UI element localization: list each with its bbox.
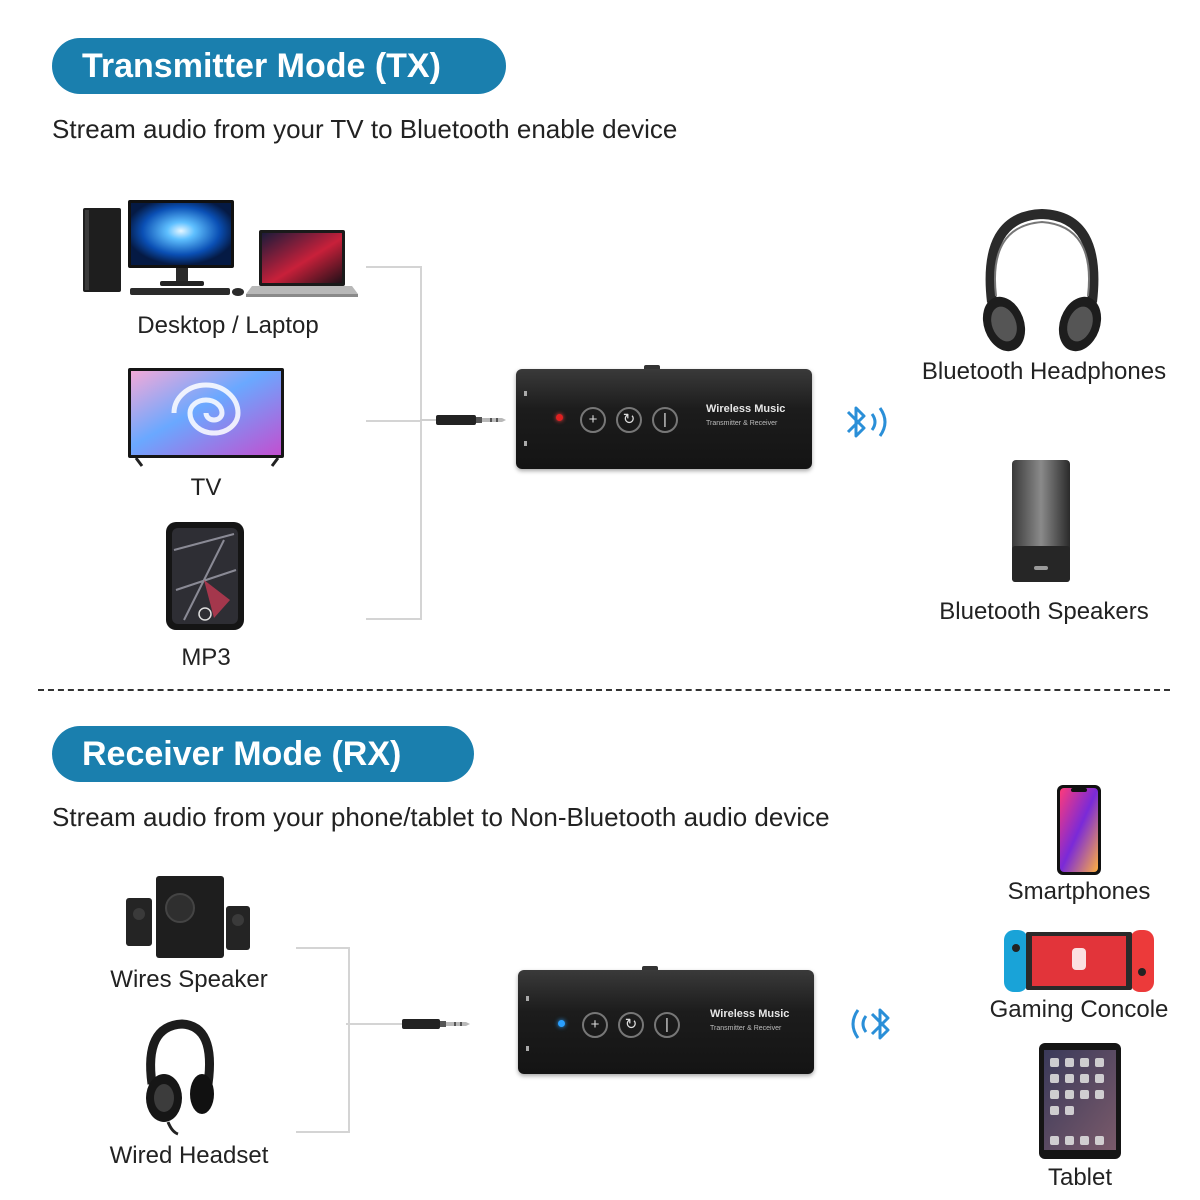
tx-aux-cable-icon — [420, 415, 506, 425]
tx-transmitter-device: + ↻ | Wireless Music Transmitter & Recei… — [516, 365, 812, 469]
tx-device-model: Transmitter & Receiver — [706, 420, 778, 427]
tx-source-bracket — [366, 266, 422, 620]
section-divider — [38, 689, 1170, 691]
source-label-desktop-laptop: Desktop / Laptop — [137, 312, 319, 339]
tx-device-notch — [644, 365, 660, 369]
rx-device-port-marker — [526, 1046, 529, 1051]
source-label-smartphones: Smartphones — [1007, 878, 1151, 905]
rx-mode-switch-button[interactable]: ↻ — [618, 1012, 644, 1038]
wired-speaker-icon — [126, 876, 250, 958]
rx-mode-title: Receiver Mode (RX) — [52, 726, 474, 782]
source-label-gaming-console: Gaming Concole — [989, 996, 1169, 1023]
tx-device-brand: Wireless Music — [706, 403, 786, 415]
tx-device-port-marker — [524, 391, 527, 396]
output-label-wired-speaker: Wires Speaker — [110, 966, 268, 993]
mode-switch-button[interactable]: ↻ — [616, 407, 642, 433]
rx-volume-up-button[interactable]: + — [582, 1012, 608, 1038]
bluetooth-speaker-icon — [1012, 460, 1070, 582]
tx-bracket-middle — [366, 420, 422, 422]
gaming-console-icon — [1004, 930, 1154, 992]
rx-status-led — [558, 1020, 565, 1027]
tx-device-port-marker — [524, 441, 527, 446]
tablet-icon — [1039, 1043, 1121, 1159]
tx-status-led — [556, 414, 563, 421]
source-label-tablet: Tablet — [1047, 1164, 1113, 1191]
smartphone-icon — [1057, 785, 1101, 875]
wired-headset-icon — [146, 1019, 215, 1136]
rx-device-model: Transmitter & Receiver — [710, 1025, 782, 1032]
bluetooth-waves-in-icon — [851, 1008, 890, 1040]
output-label-wired-headset: Wired Headset — [109, 1142, 269, 1169]
rx-device-brand: Wireless Music — [710, 1008, 790, 1020]
target-label-speakers: Bluetooth Speakers — [939, 598, 1149, 625]
rx-aux-cable-icon — [402, 1019, 470, 1029]
desktop-laptop-icon — [83, 200, 358, 297]
rx-output-bracket — [296, 947, 350, 1133]
source-label-mp3: MP3 — [181, 644, 231, 671]
tx-mode-title: Transmitter Mode (TX) — [52, 38, 506, 94]
rx-device-notch — [642, 966, 658, 970]
rx-receiver-device: + ↻ | Wireless Music Transmitter & Recei… — [518, 966, 814, 1074]
volume-up-button[interactable]: + — [580, 407, 606, 433]
rx-power-button[interactable]: | — [654, 1012, 680, 1038]
power-button[interactable]: | — [652, 407, 678, 433]
tv-icon — [128, 368, 284, 467]
rx-bracket-middle — [346, 1023, 406, 1025]
rx-device-port-marker — [526, 996, 529, 1001]
rx-mode-subtitle: Stream audio from your phone/tablet to N… — [52, 802, 830, 832]
source-label-tv: TV — [190, 474, 222, 501]
bluetooth-headphones-icon — [982, 208, 1102, 352]
bluetooth-waves-out-icon — [846, 406, 887, 438]
tx-mode-subtitle: Stream audio from your TV to Bluetooth e… — [52, 114, 678, 144]
mp3-player-icon — [166, 522, 244, 630]
target-label-headphones: Bluetooth Headphones — [921, 358, 1167, 385]
